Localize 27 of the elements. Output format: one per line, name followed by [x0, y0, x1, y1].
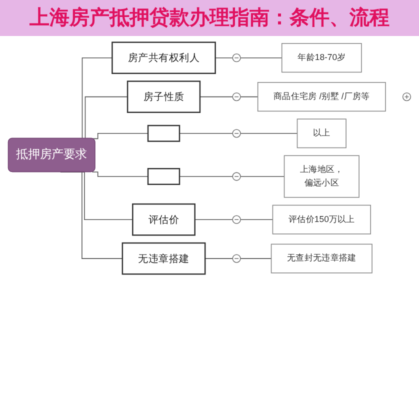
connector	[194, 219, 234, 220]
node-box: 年龄18-70岁	[281, 43, 362, 73]
connector	[92, 172, 148, 177]
node-box: 以上	[296, 118, 346, 148]
title: 上海房产抵押贷款办理指南：条件、流程	[0, 0, 419, 36]
connector	[240, 96, 258, 98]
node-box: 房子性质	[126, 80, 201, 113]
connector	[240, 258, 272, 259]
node-box: 房产共有权利人	[112, 42, 216, 74]
node-box	[147, 124, 180, 142]
node-box: 评估价150万以上	[272, 204, 371, 234]
node-box: 评估价	[132, 203, 196, 236]
connector	[179, 176, 234, 177]
connector	[204, 258, 234, 259]
connector	[240, 176, 285, 177]
node-box: 无查封无违章搭建	[270, 244, 372, 274]
node-box: 商品住宅房 /别墅 /厂房等	[257, 82, 386, 112]
node-box: 无违章搭建	[122, 242, 206, 275]
connector	[214, 57, 234, 58]
node-box	[147, 168, 180, 185]
connector	[240, 57, 282, 58]
connector	[240, 133, 298, 134]
node-box: 上海地区， 偏远小区	[284, 155, 360, 198]
connector	[240, 219, 274, 220]
connector	[200, 96, 234, 98]
connector	[92, 133, 148, 140]
connector	[179, 133, 234, 134]
